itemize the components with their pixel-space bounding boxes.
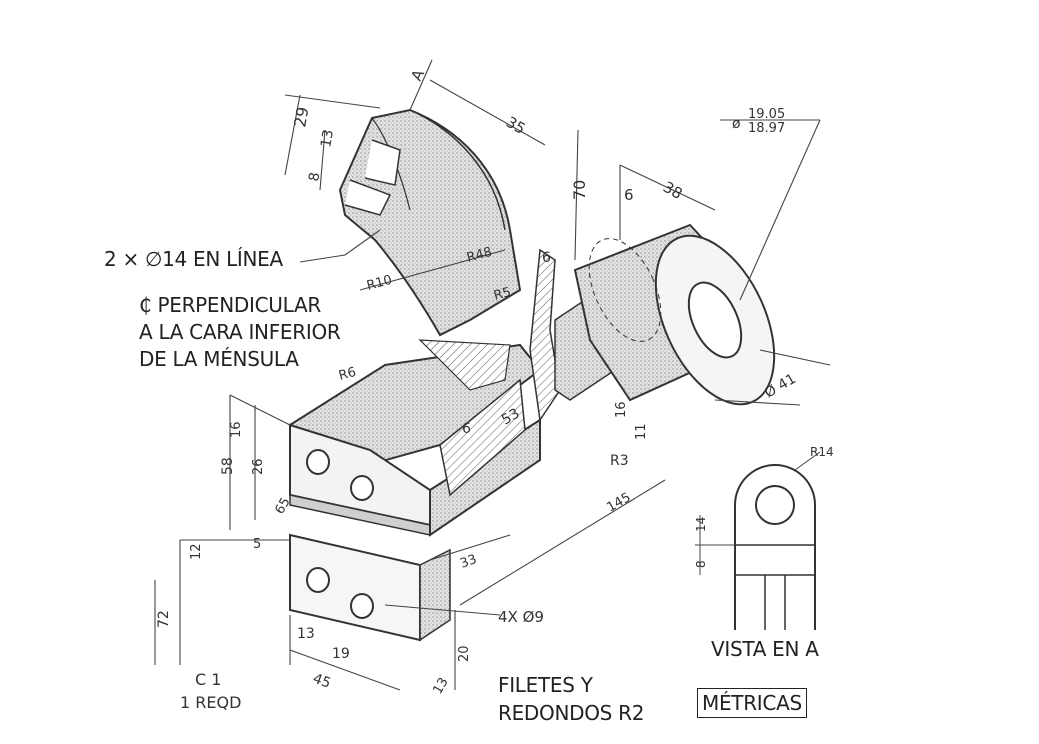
dim-13: 13 <box>318 128 337 148</box>
dim-4x9: 4X Ø9 <box>498 608 544 626</box>
metric-units-box: MÉTRICAS <box>697 688 807 718</box>
dim-13c: 13 <box>430 675 451 697</box>
dim-45: 45 <box>311 671 333 692</box>
holes-note: 2 × ∅14 EN LÍNEA <box>104 247 283 271</box>
dim-35: 35 <box>503 113 529 138</box>
dim-r3: R3 <box>610 453 629 469</box>
view-a-label: VISTA EN A <box>711 637 819 661</box>
dim-r5: R5 <box>492 285 513 304</box>
dim-29: 29 <box>290 105 312 128</box>
dim-r14: R14 <box>810 445 834 459</box>
dia-min: 18.97 <box>748 121 785 136</box>
dim-26: 26 <box>251 458 266 475</box>
dim-8: 8 <box>306 171 323 183</box>
dia-max: 19.05 <box>748 107 785 122</box>
perpendicular-note-line1: ₵ PERPENDICULAR <box>139 293 321 317</box>
perpendicular-note-line2: A LA CARA INFERIOR <box>139 320 341 344</box>
dim-6a: 6 <box>624 186 634 204</box>
dim-19: 19 <box>332 646 350 662</box>
dim-r6: R6 <box>337 365 358 384</box>
dia-symbol: ø <box>732 116 741 132</box>
dim-11: 11 <box>634 423 649 440</box>
dim-13b: 13 <box>297 626 315 642</box>
dim-145: 145 <box>605 490 634 515</box>
title-line1: C 1 <box>195 670 221 689</box>
dim-6b: 6 <box>542 250 551 266</box>
dimension-lines <box>154 59 831 691</box>
dim-5: 5 <box>253 537 261 552</box>
dim-12: 12 <box>189 543 204 560</box>
curved-arm <box>338 108 522 337</box>
fillets-note-line1: FILETES Y <box>498 673 593 697</box>
dim-65: 65 <box>272 495 293 517</box>
dim-6c: 6 <box>462 421 471 437</box>
dim-20: 20 <box>457 645 472 662</box>
cylinder-boss <box>573 223 776 406</box>
view-a-detail <box>695 451 821 630</box>
dim-16a: 16 <box>614 401 629 418</box>
dim-70: 70 <box>570 180 589 200</box>
perpendicular-note-line3: DE LA MÉNSULA <box>139 347 299 371</box>
fillets-note-line2: REDONDOS R2 <box>498 701 645 725</box>
dim-38: 38 <box>660 178 686 203</box>
dim-53: 53 <box>499 406 522 429</box>
title-line2: 1 REQD <box>180 693 241 712</box>
dim-72: 72 <box>156 610 172 628</box>
dim-8b: 8 <box>694 560 708 568</box>
dim-14: 14 <box>694 517 708 532</box>
dim-r10: R10 <box>365 273 394 294</box>
bracket-body <box>288 339 542 642</box>
dim-33: 33 <box>458 552 479 572</box>
dim-r48: R48 <box>465 245 494 266</box>
dim-16b: 16 <box>229 421 244 438</box>
view-letter-a: A <box>407 66 428 84</box>
dim-58: 58 <box>220 457 236 475</box>
